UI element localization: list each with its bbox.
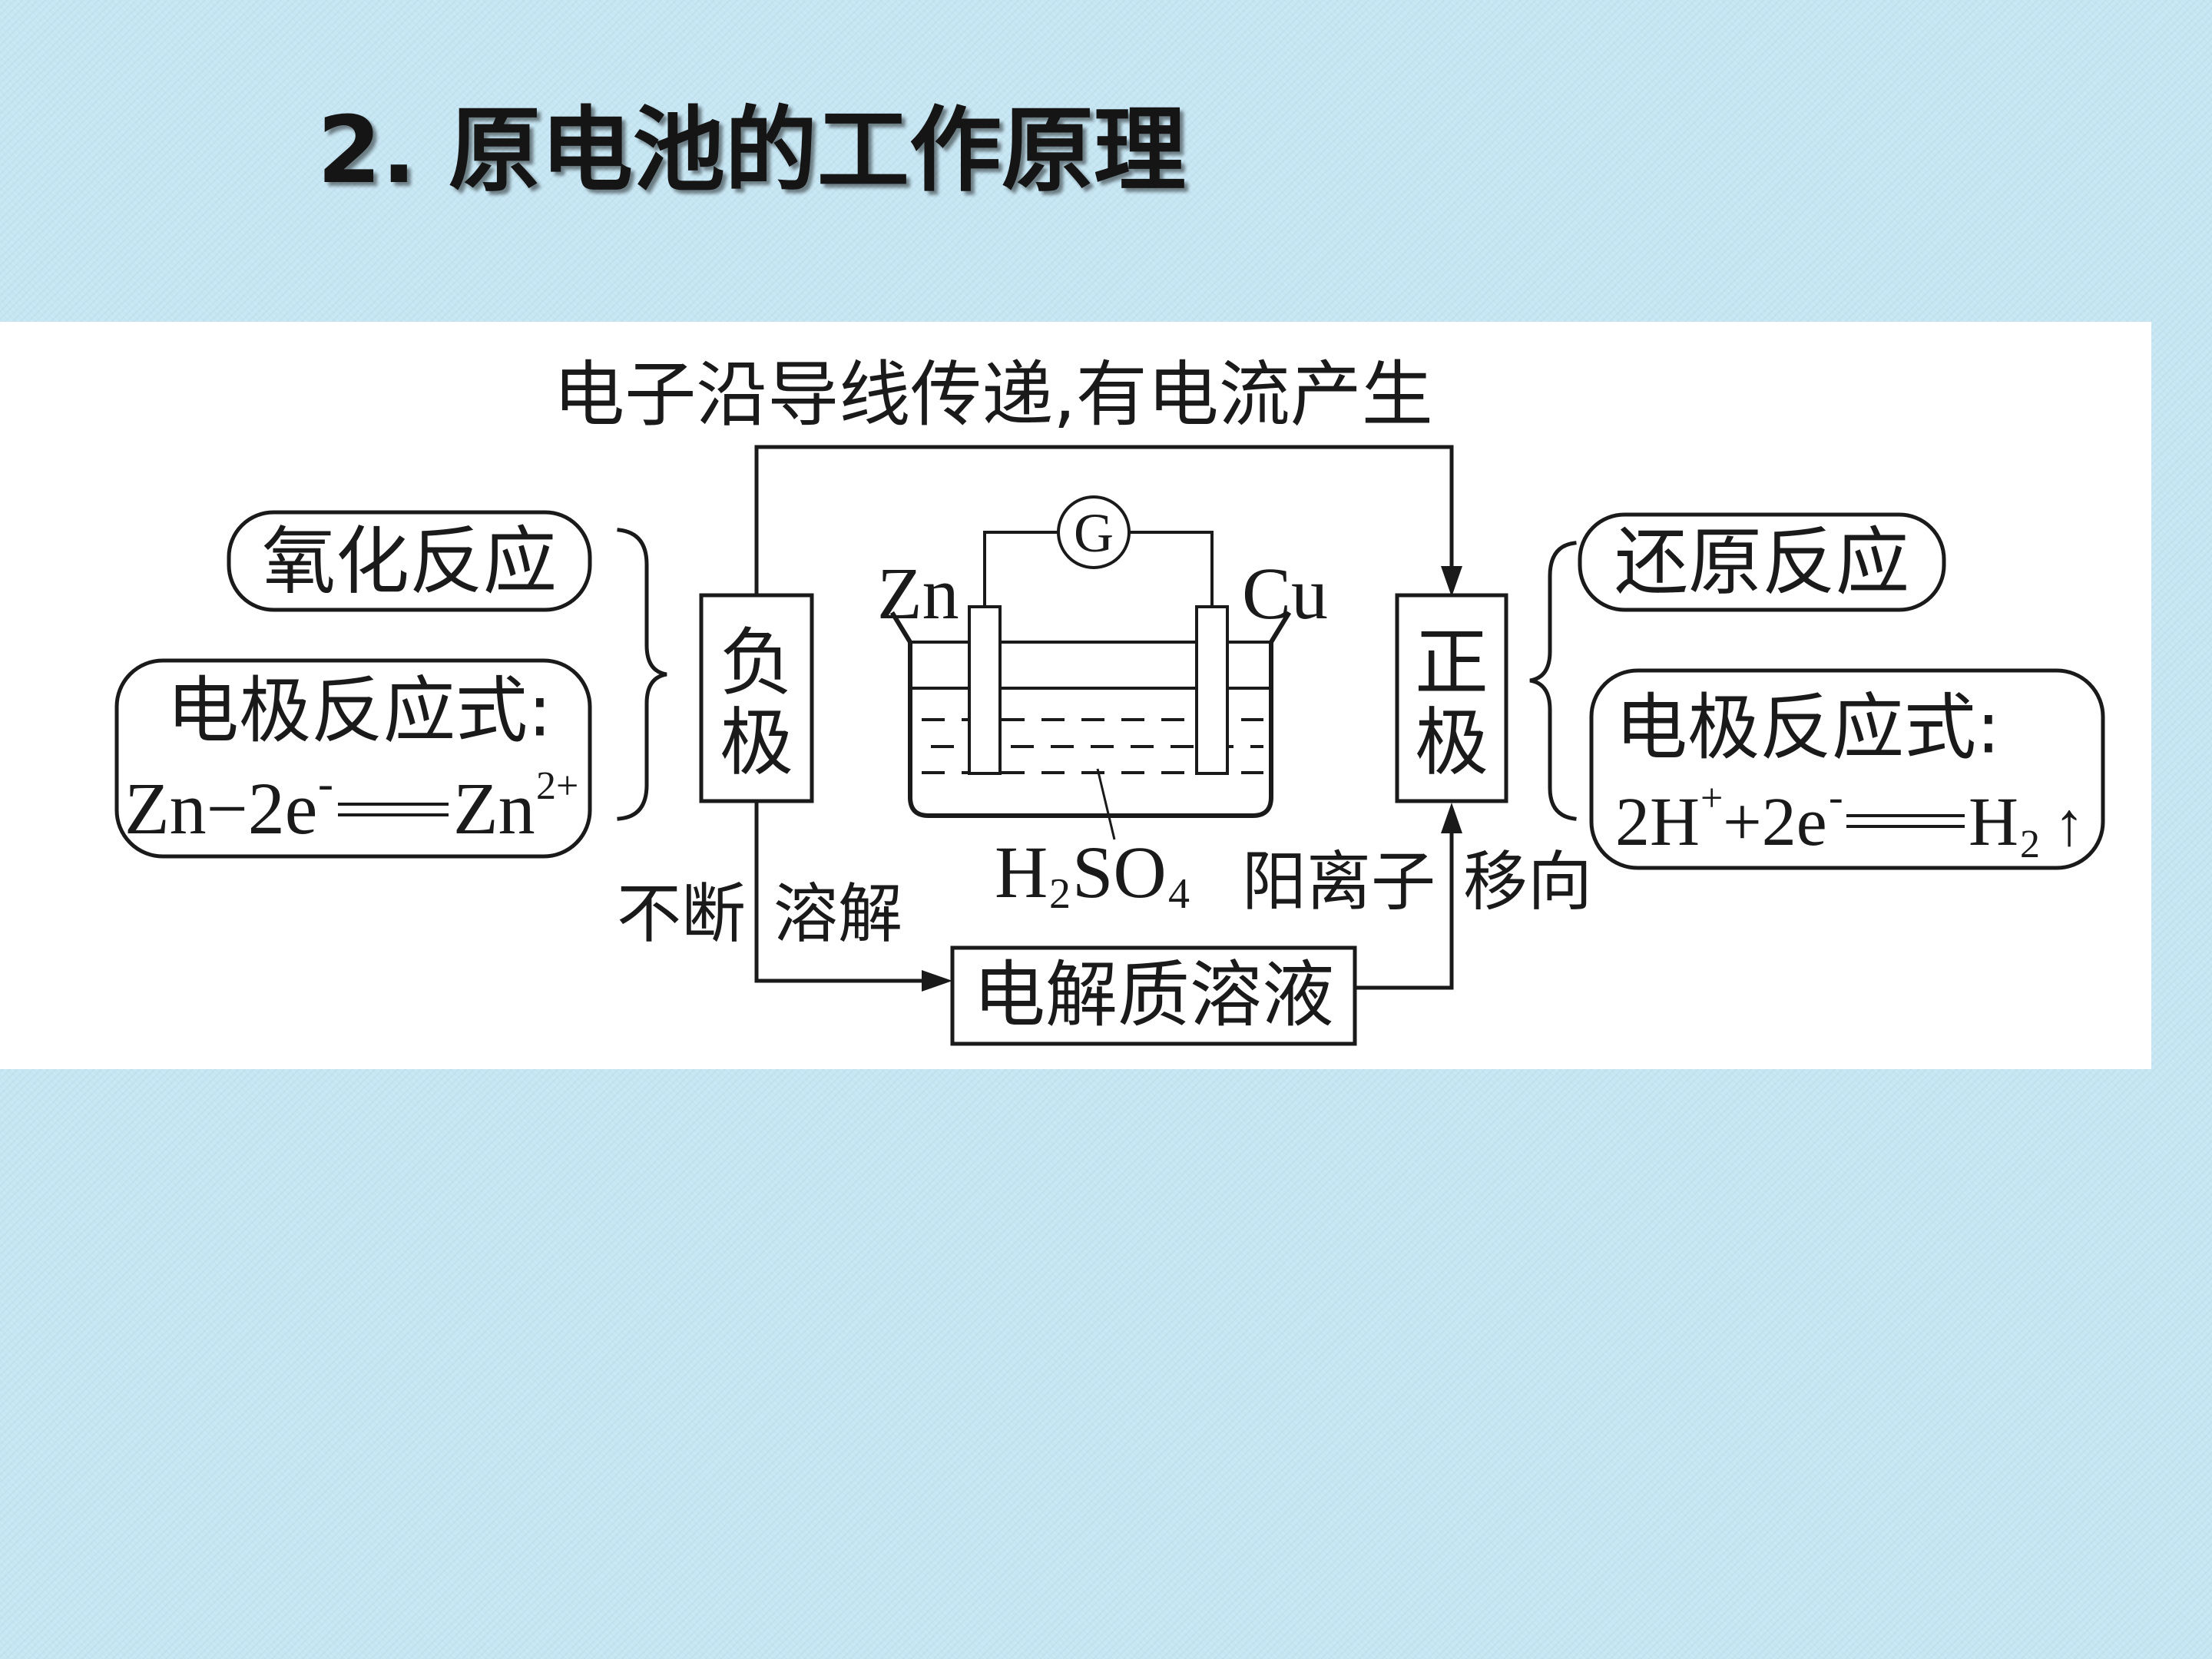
cathode-label-char-2: 极: [1415, 700, 1488, 786]
wire-meter-to-copper: [1129, 531, 1214, 607]
right-brace: [1529, 541, 1577, 821]
anode-equation-heading: 电极反应式:: [167, 670, 552, 753]
external-wire: [754, 445, 1454, 598]
anode-to-electrolyte-line: [754, 799, 929, 983]
anode-equation-ion-charge: 2+: [536, 764, 578, 808]
zinc-electrode-label: Zn: [877, 552, 959, 634]
cathode-equation-product: H: [1969, 784, 2018, 860]
electrolyte-formula-so-subscript: 4: [1168, 870, 1190, 918]
galvanic-cell: G Zn Cu H 2 SO 4: [877, 495, 1328, 918]
cathode-equation-electron-charge: -: [1829, 773, 1843, 821]
electrolyte-formula-h-subscript: 2: [1049, 870, 1071, 918]
cathode-equation-electrons: +2e: [1723, 784, 1827, 860]
anode-equation-electron-charge: -: [318, 758, 333, 809]
cathode-equation-box: [1589, 668, 2105, 870]
electrolyte-formula-so: SO: [1072, 831, 1167, 913]
cathode-box: [1395, 593, 1508, 803]
zinc-electrode: [968, 605, 1002, 775]
anode-process-word-1: 不断: [617, 876, 746, 952]
copper-electrode-label: Cu: [1242, 552, 1328, 634]
electrolyte-solution-box: [950, 945, 1357, 1046]
cathode-label-char-1: 正: [1415, 620, 1488, 706]
electron-flow-note: 电子沿导线传递,有电流产生: [553, 353, 1433, 436]
galvanometer-label: G: [1074, 502, 1114, 564]
reduction-reaction-box: [1578, 512, 1946, 612]
copper-electrode: [1195, 605, 1229, 775]
cathode-equation-heading: 电极反应式:: [1615, 687, 2001, 770]
electrolyte-formula-h: H: [995, 831, 1048, 913]
cathode-equation-product-subscript: 2: [2020, 823, 2040, 866]
anode-process-word-2: 溶解: [773, 876, 902, 952]
anode-equation-box: [114, 658, 592, 859]
electrolyte-pointer-line: [1096, 768, 1116, 840]
electrolyte-solution-label: 电解质溶液: [973, 954, 1334, 1038]
slide-title: 2. 原电池的工作原理: [317, 98, 1186, 204]
cathode-equation-hydrogen-ion: 2H: [1615, 784, 1700, 860]
oxidation-reaction-box: [227, 510, 592, 612]
external-wire-arrowhead: [1441, 566, 1462, 597]
reduction-reaction-label: 还原反应: [1614, 519, 1909, 605]
left-brace: [617, 528, 667, 821]
beaker-outline: [889, 611, 1292, 818]
galvanometer-icon: [1057, 495, 1131, 569]
electrolyte-to-cathode-arrowhead: [1441, 803, 1462, 833]
anode-equation-left: Zn−2e: [124, 767, 317, 849]
anode-label-char-1: 负: [720, 620, 793, 706]
anode-equation-right: Zn: [453, 767, 535, 849]
oxidation-reaction-label: 氧化反应: [262, 518, 557, 604]
cation-migration-word-1: 阳离子: [1242, 844, 1435, 919]
cation-migration-word-2: 移向: [1463, 844, 1592, 919]
wire-meter-to-zinc: [983, 531, 1058, 607]
gas-arrow-icon: ↑: [2054, 791, 2085, 859]
anode-label-char-2: 极: [720, 700, 793, 786]
anode-to-electrolyte-arrowhead: [922, 970, 952, 992]
electrolyte-to-cathode-line: [1353, 827, 1454, 990]
cathode-equation-ion-charge: +: [1700, 777, 1723, 820]
